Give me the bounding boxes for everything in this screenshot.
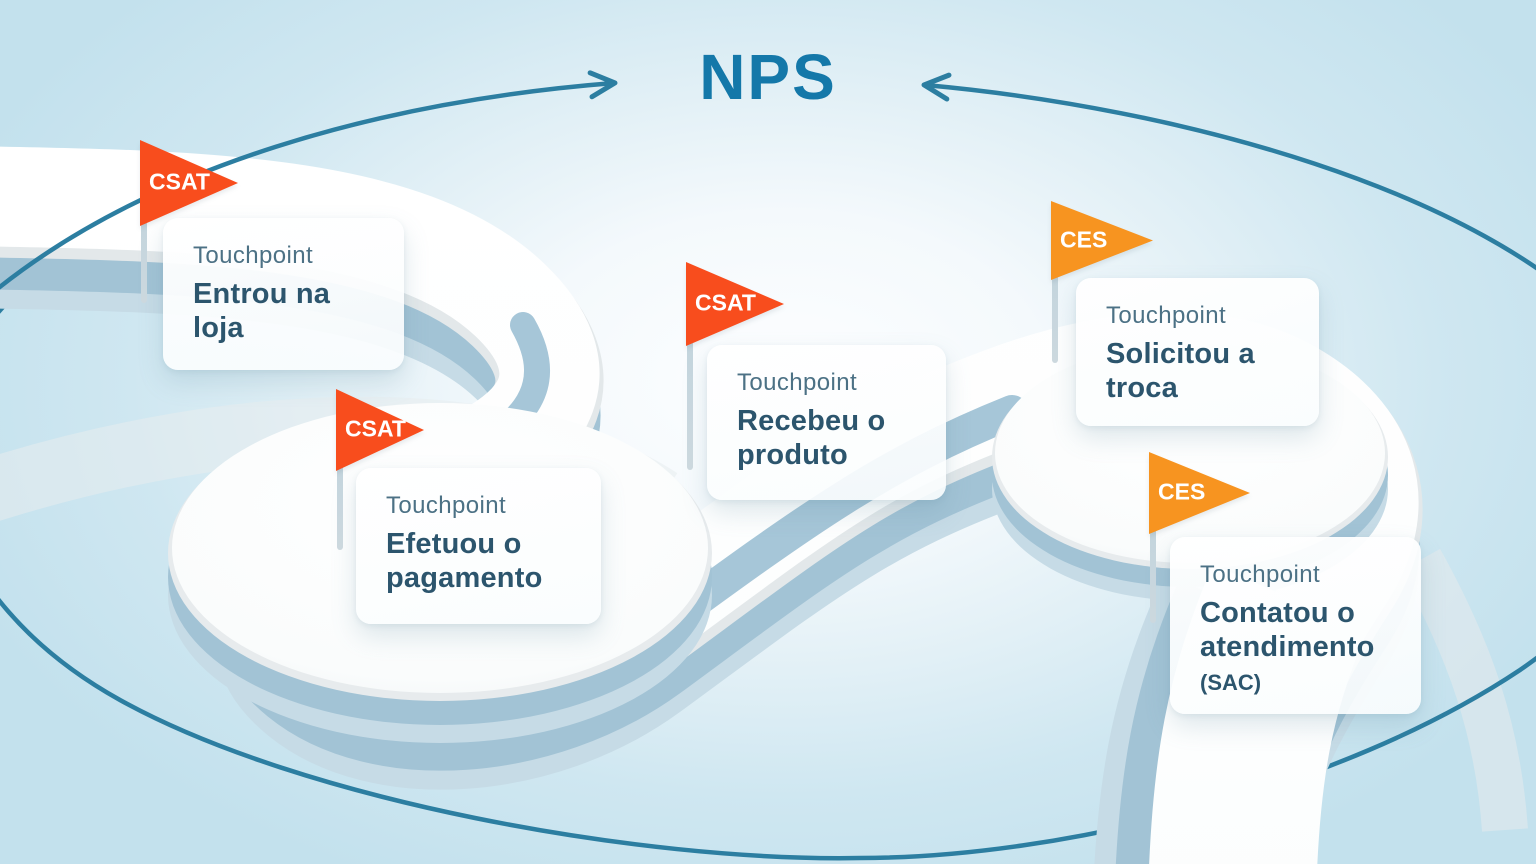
arrow-right-icon	[0, 70, 618, 290]
touchpoint-label: Touchpoint	[1106, 302, 1227, 329]
flag-label: CSAT	[695, 289, 756, 316]
csat-flag-icon: CSAT	[140, 140, 238, 226]
touchpoint-title: Entrou na loja	[193, 278, 331, 344]
touchpoint-title: Contatou o atendimento	[1200, 597, 1375, 663]
touchpoint-title: Efetuou o pagamento	[386, 528, 543, 594]
page-title: NPS	[699, 41, 837, 113]
flag-pole	[1052, 266, 1058, 363]
touchpoint-title: Recebeu o produto	[737, 405, 886, 471]
touchpoint-card-efetuou-o-pagamento: Touchpoint Efetuou o pagamento	[356, 468, 601, 624]
touchpoint-label: Touchpoint	[737, 369, 858, 396]
flag-label: CSAT	[149, 168, 210, 195]
touchpoint-subtitle: (SAC)	[1200, 670, 1262, 696]
background-swoosh	[1399, 548, 1528, 832]
touchpoint-label: Touchpoint	[193, 242, 314, 269]
touchpoint-label: Touchpoint	[386, 492, 507, 519]
flag-label: CES	[1060, 225, 1108, 252]
flag-pole	[687, 328, 693, 470]
touchpoint-card-recebeu-o-produto: Touchpoint Recebeu o produto	[707, 345, 946, 500]
touchpoint-label: Touchpoint	[1200, 561, 1321, 588]
flag-label: CES	[1158, 478, 1206, 505]
ces-flag-icon: CES	[1051, 201, 1153, 280]
flag-label: CSAT	[345, 415, 406, 442]
touchpoint-card-contatou-o-atendimento: Touchpoint Contatou o atendimento (SAC)	[1170, 537, 1421, 715]
touchpoint-card-entrou-na-loja: Touchpoint Entrou na loja	[163, 218, 404, 370]
csat-flag-icon: CSAT	[336, 389, 424, 471]
touchpoint-title: Solicitou a troca	[1106, 338, 1255, 404]
ces-flag-icon: CES	[1149, 452, 1250, 534]
flag-pole	[337, 452, 343, 550]
flag-pole	[1150, 516, 1156, 623]
flag-pole	[141, 206, 147, 303]
csat-flag-icon: CSAT	[686, 262, 784, 346]
touchpoint-card-solicitou-a-troca: Touchpoint Solicitou a troca	[1076, 278, 1319, 426]
